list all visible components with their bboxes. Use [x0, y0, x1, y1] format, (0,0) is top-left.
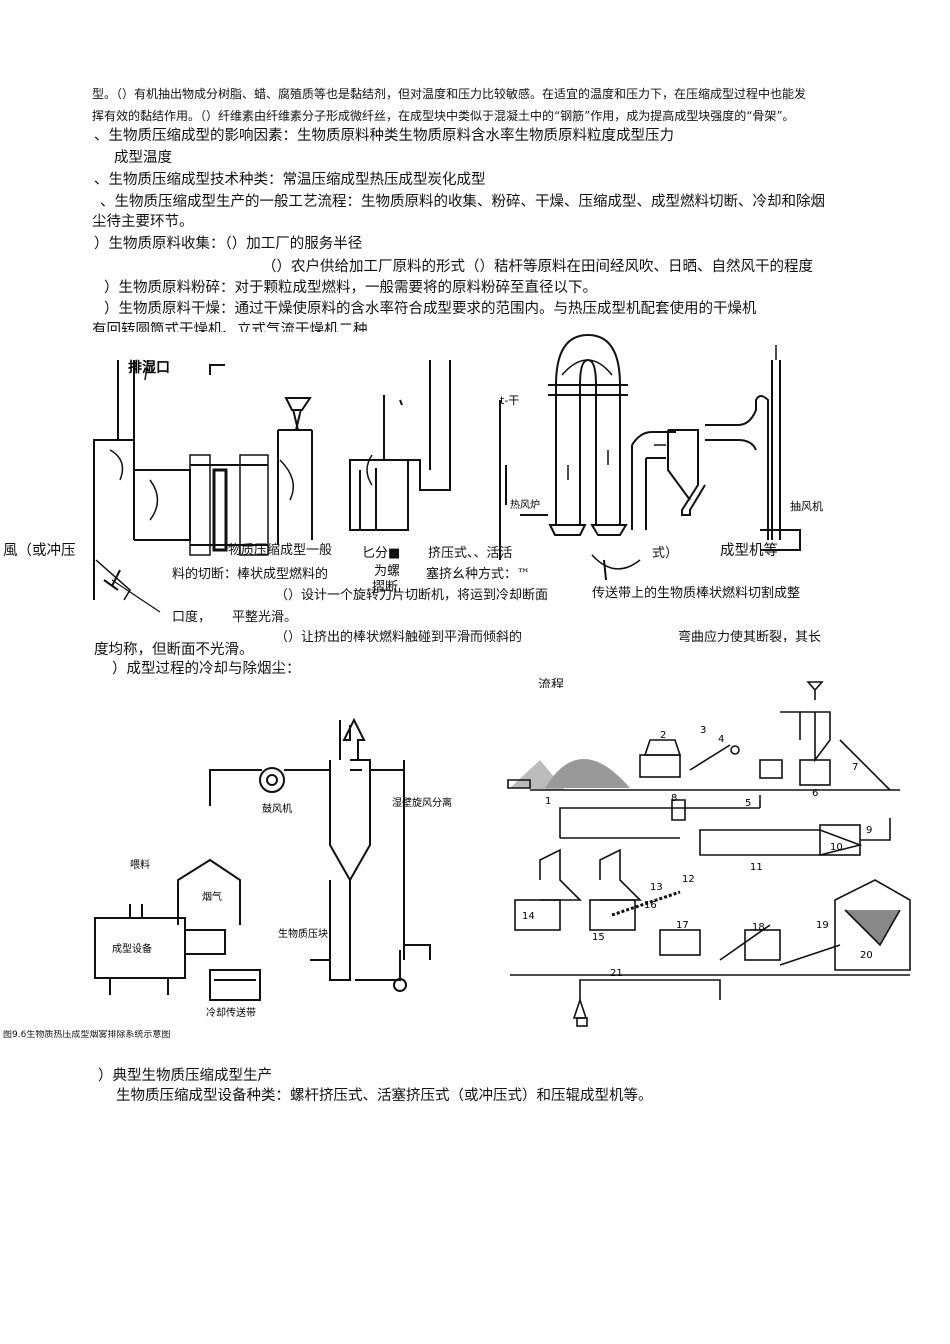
num-5: 5 — [745, 798, 751, 809]
fragment: （）让挤出的棒状燃料触碰到平滑而倾斜的 — [275, 630, 523, 642]
label-forming: 成型设备 — [112, 942, 152, 955]
num-9: 9 — [866, 825, 872, 836]
fragment: 成型机等 — [720, 543, 778, 559]
num-21: 21 — [610, 968, 623, 979]
fragment: 摺断 — [372, 580, 399, 592]
fragment: 平整光滑。 — [232, 610, 298, 625]
text-line: ）生物质原料收集：（）加工厂的服务半径 — [94, 236, 363, 252]
num-12: 12 — [682, 874, 695, 885]
smoke-removal-figure — [94, 717, 431, 1001]
figure-caption: 图9.6生物质热压成型烟雾排除系统示意图 — [3, 1030, 171, 1039]
num-6: 6 — [812, 788, 818, 799]
text-line: ）生物质原料干燥：通过干燥使原料的含水率符合成型要求的范围内。与热压成型机配套使… — [104, 301, 757, 317]
fragment: 口度， — [172, 610, 212, 625]
label-smoke: 烟气 — [202, 890, 222, 903]
label-feed: 喂料 — [130, 858, 150, 871]
num-4: 4 — [718, 734, 724, 745]
text-line: 、生物质压缩成型生产的一般工艺流程：生物质原料的收集、粉碎、干燥、压缩成型、成型… — [100, 194, 825, 210]
process-flow-figure — [507, 681, 911, 1027]
num-10: 10 — [830, 842, 843, 853]
text-line: 生物质压缩成型设备种类：螺杆挤压式、活塞挤压式（或冲压式）和压辊成型机等。 — [116, 1088, 653, 1104]
fragment: （）设计一个旋转刀片切断机，将运到冷却断面 — [275, 588, 549, 603]
text-line: 、生物质压缩成型技术种类：常温压缩成型热压成型炭化成型 — [94, 172, 486, 188]
fragment: 度均称，但断面不光滑。 — [94, 642, 254, 658]
label-hot-stove: 热风炉 — [510, 498, 540, 511]
rotary-dryer-figure — [93, 359, 451, 613]
label-conveyor: 冷却传送带 — [206, 1006, 256, 1019]
fragment: 为螺 — [374, 564, 401, 579]
label-blower: 鼓风机 — [262, 802, 292, 815]
num-16: 16 — [644, 900, 657, 911]
fragment: 式） — [652, 546, 679, 561]
fragment: 料的切断：棒状成型燃料的 — [172, 567, 329, 582]
label-wet-cyclone: 湿壁旋风分离 — [392, 796, 452, 809]
text-line: 挥有效的黏结作用。（）纤维素由纤维素分子形成微纤丝，在成型块中类似于混凝土中的“… — [92, 109, 795, 123]
num-17: 17 — [676, 920, 689, 931]
num-8: 8 — [671, 793, 677, 804]
fragment: ）成型过程的冷却与除烟尘： — [112, 661, 301, 677]
num-13: 13 — [650, 882, 663, 893]
num-19: 19 — [816, 920, 829, 931]
text-line: 、生物质压缩成型的影响因素：生物质原料种类生物质原料含水率生物质原料粒度成型压力 — [94, 128, 674, 144]
airflow-dryer-figure — [499, 333, 801, 581]
fragment: 匕分■ — [362, 546, 401, 561]
text-line: ）生物质原料粉碎：对于颗粒成型燃料，一般需要将的原料粉碎至直径以下。 — [104, 280, 597, 296]
text-line: 成型温度 — [114, 150, 172, 166]
num-11: 11 — [750, 862, 763, 873]
text-line: ）典型生物质压缩成型生产 — [98, 1068, 272, 1084]
num-18: 18 — [752, 922, 765, 933]
text-line: 尘待主要环节。 — [92, 214, 194, 230]
text-line-clipped: 有回转圆筒式干燥机、立式气流干燥机二种 — [92, 322, 368, 332]
num-7: 7 — [852, 762, 858, 773]
label-block: 生物质压块 — [278, 927, 328, 940]
fragment: 传送带上的生物质棒状燃料切割成整 — [592, 586, 801, 601]
process-numbers: 1 2 3 4 5 6 7 8 9 10 11 12 13 14 15 16 1… — [522, 725, 873, 979]
fragment: 塞挤幺种方式：™ — [426, 567, 531, 582]
label-exhaust: 排湿口 — [128, 359, 170, 376]
num-20: 20 — [860, 950, 873, 961]
num-1: 1 — [545, 796, 551, 807]
text-line: （）农户供给加工厂原料的形式（）秸杆等原料在田间经风吹、日晒、自然风干的程度 — [262, 259, 813, 275]
fragment: 流程 — [538, 678, 565, 688]
text-line: 型。（）有机抽出物成分树脂、蜡、腐殖质等也是黏结剂，但对温度和压力比较敏感。在适… — [92, 87, 807, 101]
fragment: 物质压缩成型一般 — [228, 543, 333, 558]
num-14: 14 — [522, 911, 535, 922]
label-dryer: t-干 — [500, 394, 519, 407]
num-15: 15 — [592, 932, 605, 943]
fragment: 弯曲应力使其断裂，其长 — [678, 630, 822, 642]
fragment: 挤压式、、活活 — [428, 546, 513, 561]
fragment: 風（或冲压 — [3, 543, 76, 559]
label-fan: 抽风机 — [790, 499, 823, 513]
num-3: 3 — [700, 725, 706, 736]
num-2: 2 — [660, 730, 666, 741]
